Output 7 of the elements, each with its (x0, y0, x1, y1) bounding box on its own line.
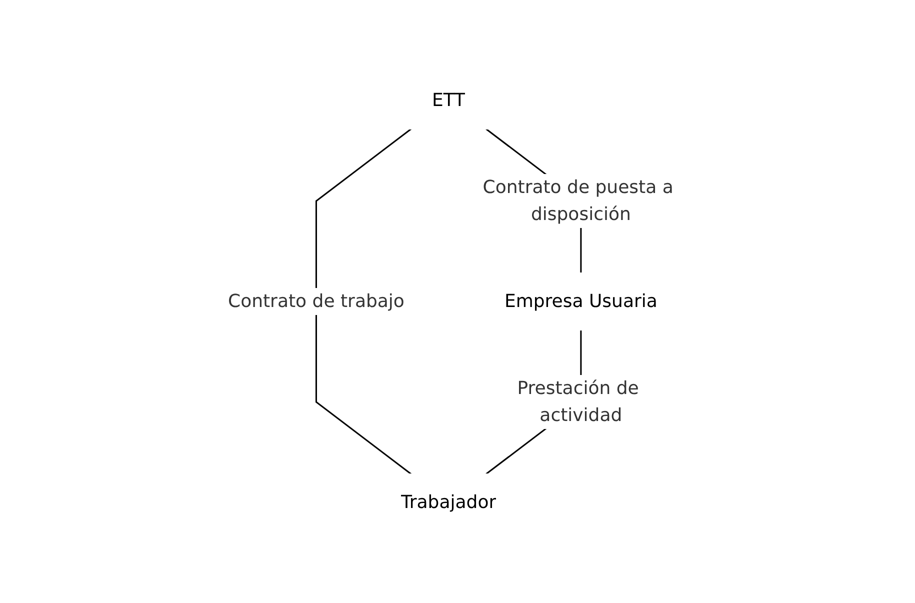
edge-label: Contrato de trabajo (228, 291, 404, 312)
edge-label: Prestación de actividad (517, 378, 639, 426)
node-text: Empresa Usuaria (504, 291, 658, 312)
node-text: Trabajador (400, 492, 496, 513)
connector (315, 128, 412, 475)
node-text: ETT (432, 90, 465, 111)
edge-label: Contrato de puesta a disposición (482, 177, 674, 225)
